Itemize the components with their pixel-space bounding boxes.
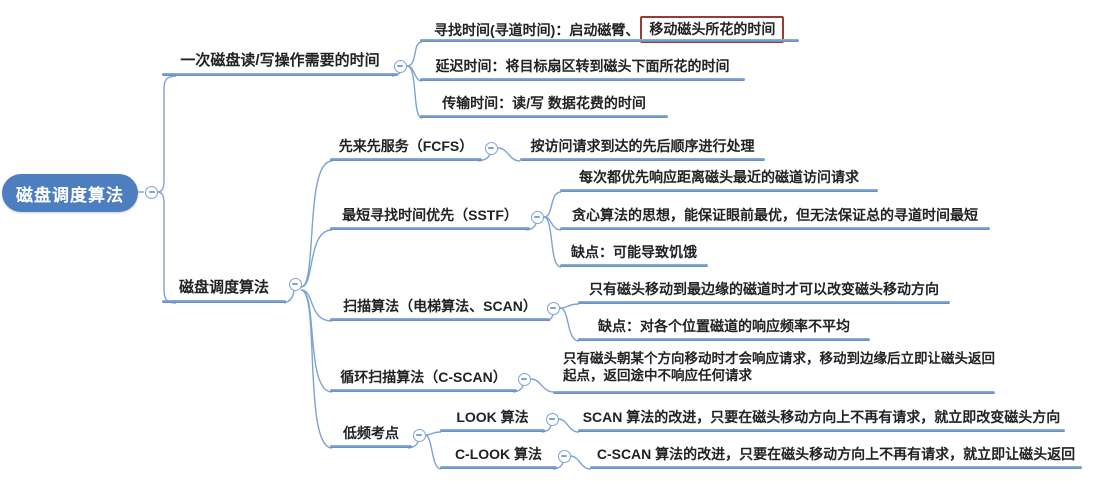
collapse-icon[interactable]	[557, 449, 571, 463]
node-clook[interactable]: C-LOOK 算法	[440, 444, 557, 469]
collapse-icon[interactable]	[484, 141, 498, 155]
collapse-icon[interactable]	[288, 277, 302, 291]
node-cscan[interactable]: 循环扫描算法（C-SCAN）	[330, 367, 517, 392]
node-clook-desc[interactable]: C-SCAN 算法的改进，只要在磁头移动方向上不再有请求，就立即让磁头返回	[590, 444, 1082, 469]
node-seek-time[interactable]: 寻找时间(寻道时间)：启动磁臂、移动磁头所花的时间	[420, 16, 799, 43]
node-sstf-desc-3[interactable]: 缺点：可能导致饥饿	[560, 242, 708, 267]
node-sstf-desc-1[interactable]: 每次都优先响应距离磁头最近的磁道访问请求	[560, 167, 878, 192]
node-scheduling-algorithms[interactable]: 磁盘调度算法	[162, 278, 286, 303]
node-sstf-desc-2[interactable]: 贪心算法的思想，能保证眼前最优，但无法保证总的寻道时间最短	[560, 205, 990, 230]
node-scan-desc-2[interactable]: 缺点：对各个位置磁道的响应频率不平均	[578, 316, 870, 341]
seek-time-highlight: 移动磁头所花的时间	[649, 21, 776, 37]
node-scan[interactable]: 扫描算法（电梯算法、SCAN）	[330, 296, 550, 321]
collapse-icon[interactable]	[545, 412, 559, 426]
collapse-icon[interactable]	[546, 301, 560, 315]
collapse-icon[interactable]	[145, 185, 158, 199]
node-transfer-time[interactable]: 传输时间：读/写 数据花费的时间	[420, 93, 668, 118]
node-sstf[interactable]: 最短寻找时间优先（SSTF）	[330, 205, 530, 230]
collapse-icon[interactable]	[530, 210, 544, 224]
node-look[interactable]: LOOK 算法	[440, 407, 545, 432]
node-latency-time[interactable]: 延迟时间：将目标扇区转到磁头下面所花的时间	[420, 56, 745, 81]
seek-time-text: 寻找时间(寻道时间)：启动磁臂、	[434, 22, 640, 38]
node-fcfs[interactable]: 先来先服务（FCFS）	[330, 136, 482, 161]
root-node-label: 磁盘调度算法	[16, 185, 124, 205]
node-fcfs-desc[interactable]: 按访问请求到达的先后顺序进行处理	[520, 136, 765, 161]
node-cscan-desc[interactable]: 只有磁头朝某个方向移动时才会响应请求，移动到边缘后立即让磁头返回起点，返回途中不…	[553, 350, 995, 394]
highlight-box: 移动磁头所花的时间	[640, 16, 785, 43]
collapse-icon[interactable]	[393, 59, 407, 73]
collapse-icon[interactable]	[517, 372, 531, 386]
collapse-icon[interactable]	[412, 428, 426, 442]
node-low-freq[interactable]: 低频考点	[330, 423, 412, 448]
node-disk-access-time[interactable]: 一次磁盘读/写操作需要的时间	[162, 51, 398, 76]
root-node[interactable]: 磁盘调度算法	[2, 174, 138, 212]
node-scan-desc-1[interactable]: 只有磁头移动到最边缘的磁道时才可以改变磁头移动方向	[578, 279, 950, 304]
node-look-desc[interactable]: SCAN 算法的改进，只要在磁头移动方向上不再有请求，就立即改变磁头方向	[578, 407, 1065, 432]
